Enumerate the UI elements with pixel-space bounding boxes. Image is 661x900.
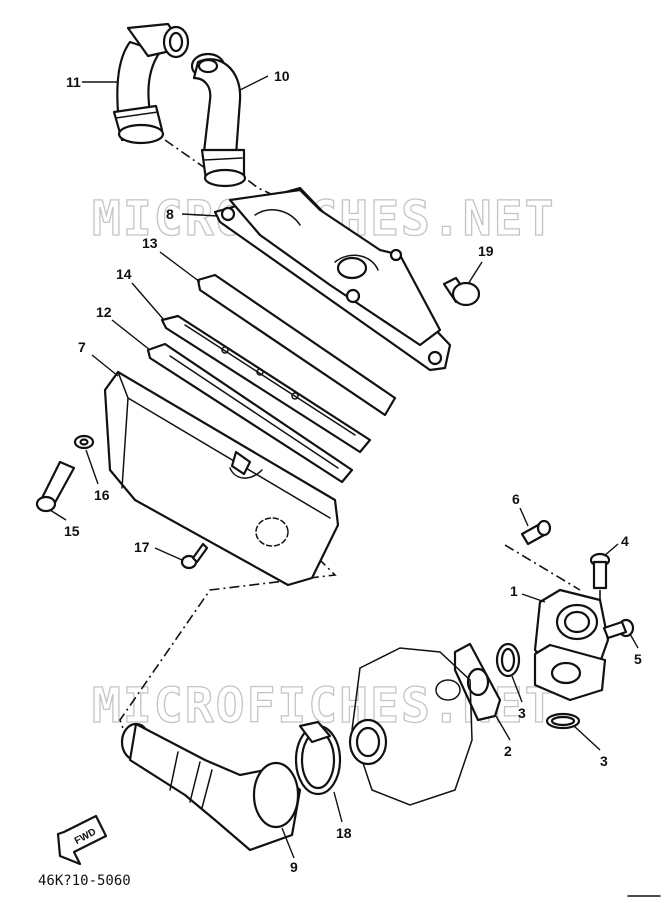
fwd-arrow-icon: FWD	[56, 814, 108, 866]
callout-18: 18	[336, 825, 352, 841]
callout-6: 6	[512, 491, 520, 507]
callout-3a: 3	[518, 705, 526, 721]
elbow-hose-11	[112, 22, 190, 145]
element-holder-14	[160, 314, 372, 454]
element-13	[196, 273, 397, 417]
callout-2: 2	[504, 743, 512, 759]
bolt-5	[602, 618, 635, 640]
callout-10: 10	[274, 68, 290, 84]
gasket-2	[453, 642, 502, 722]
engine-cover-outline	[348, 647, 473, 806]
screw-17	[180, 542, 209, 570]
bolt-6	[520, 519, 552, 546]
hose-clamp-18	[294, 720, 342, 796]
callout-4: 4	[621, 533, 629, 549]
o-ring-3-b	[545, 712, 581, 730]
callout-17: 17	[134, 539, 150, 555]
screw-19	[442, 276, 481, 307]
callout-5: 5	[634, 651, 642, 667]
washer-16	[73, 434, 95, 450]
callout-16: 16	[94, 487, 110, 503]
intake-joint-9	[120, 722, 302, 852]
callout-19: 19	[478, 243, 494, 259]
drawing-code: 46K?10-5060	[38, 873, 131, 889]
air-filter-case-7	[103, 370, 340, 587]
element-frame-12	[146, 342, 354, 484]
leader-lines	[49, 75, 639, 859]
callout-12: 12	[96, 304, 112, 320]
callout-11: 11	[66, 74, 81, 90]
callout-13: 13	[142, 235, 158, 251]
o-ring-3-a	[495, 642, 521, 678]
curved-hose-10	[190, 52, 247, 188]
callout-7: 7	[78, 339, 86, 355]
bolt-4	[589, 552, 611, 590]
carburetor-joint-1	[533, 588, 610, 702]
callout-15: 15	[64, 523, 80, 539]
callout-9: 9	[290, 859, 298, 875]
callout-1: 1	[510, 583, 518, 599]
bolt-15	[35, 460, 76, 513]
callouts: 11 10 8 13 19 14 12 7 16 15 17 6 4 1 5 3…	[64, 68, 642, 875]
case-cap-8	[213, 186, 452, 372]
callout-14: 14	[116, 266, 132, 282]
callout-3b: 3	[600, 753, 608, 769]
callout-8: 8	[166, 206, 174, 222]
